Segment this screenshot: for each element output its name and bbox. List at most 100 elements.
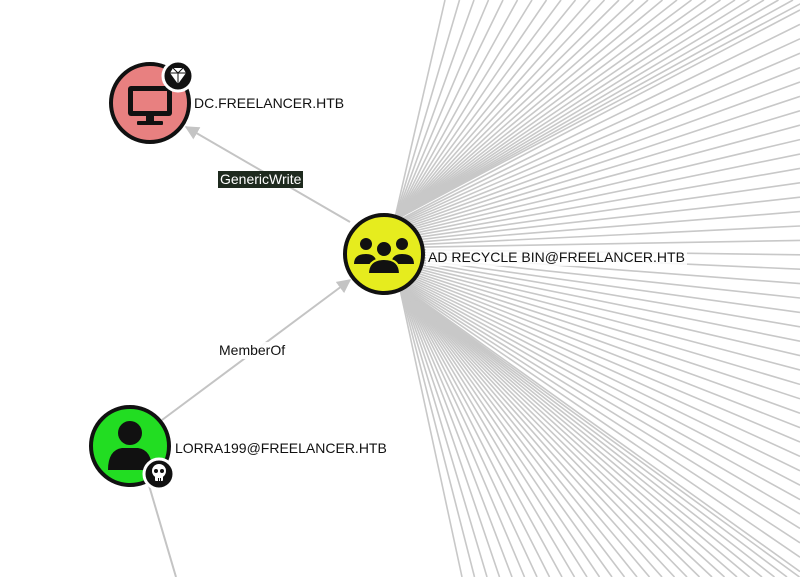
fan-edge bbox=[396, 0, 591, 221]
fan-edge bbox=[403, 278, 800, 486]
fan-edge bbox=[402, 23, 800, 221]
fan-edge bbox=[398, 281, 513, 577]
fan-edge bbox=[397, 196, 800, 243]
fan-edge bbox=[397, 279, 463, 577]
fan-edge bbox=[395, 0, 533, 221]
users-group-icon bbox=[354, 238, 414, 275]
fan-edge bbox=[396, 0, 606, 220]
fan-edge bbox=[400, 0, 750, 218]
fan-edge bbox=[403, 276, 800, 472]
fan-edge bbox=[400, 283, 563, 577]
fan-edge bbox=[394, 0, 490, 222]
fan-edge bbox=[404, 280, 800, 501]
fan-edge bbox=[397, 0, 620, 220]
node-ad-recycle-bin[interactable] bbox=[343, 213, 425, 295]
fan-edge bbox=[404, 288, 713, 577]
fan-edge bbox=[406, 289, 751, 577]
fan-edge bbox=[405, 288, 726, 577]
fan-edge bbox=[398, 0, 678, 219]
fan-edge bbox=[398, 281, 501, 577]
fan-edge bbox=[404, 287, 701, 577]
fan-edge bbox=[406, 290, 775, 577]
fan-edge bbox=[401, 284, 613, 577]
fan-edge bbox=[404, 287, 688, 577]
fan-edge bbox=[393, 0, 461, 222]
fan-edge bbox=[400, 283, 576, 577]
fan-edge bbox=[398, 255, 800, 314]
node-label-user: LORRA199@FREELANCER.HTB bbox=[173, 439, 389, 457]
fan-edge bbox=[401, 267, 800, 400]
fan-edge bbox=[396, 239, 800, 249]
fan-edge bbox=[397, 167, 800, 240]
fan-edge bbox=[398, 0, 664, 220]
fan-edge bbox=[399, 281, 526, 577]
fan-edge bbox=[395, 0, 562, 221]
monitor-icon bbox=[128, 86, 172, 125]
fan-edge bbox=[407, 291, 800, 577]
fan-edge bbox=[401, 3, 800, 217]
fan-edge bbox=[401, 38, 800, 223]
fan-edge bbox=[398, 257, 800, 328]
fan-edge bbox=[400, 95, 800, 230]
node-dc-freelancer[interactable] bbox=[109, 59, 195, 144]
fan-edge bbox=[402, 285, 626, 577]
fan-edge bbox=[401, 268, 800, 414]
fan-edge bbox=[399, 0, 736, 218]
fan-edge bbox=[405, 285, 800, 544]
fan-edge bbox=[397, 0, 635, 220]
edge-label-memberof[interactable]: MemberOf bbox=[217, 342, 288, 359]
fan-edge bbox=[406, 290, 763, 577]
node-label-group: AD RECYCLE BIN@FREELANCER.HTB bbox=[426, 248, 687, 266]
edge-label-genericwrite[interactable]: GenericWrite bbox=[218, 171, 304, 188]
fan-edge bbox=[395, 0, 548, 221]
fan-edge bbox=[397, 0, 649, 220]
skull-icon bbox=[142, 457, 176, 491]
fan-edge bbox=[401, 0, 794, 217]
fan-edge bbox=[396, 210, 800, 245]
diamond-icon bbox=[161, 59, 195, 93]
fan-edge bbox=[402, 286, 651, 577]
fan-edge bbox=[399, 0, 721, 219]
node-lorra199[interactable] bbox=[89, 405, 176, 491]
fan-edge bbox=[397, 182, 800, 241]
fan-edge bbox=[393, 0, 475, 222]
user-icon bbox=[108, 421, 152, 470]
fan-edge bbox=[405, 289, 738, 577]
fan-edge bbox=[402, 272, 800, 443]
fan-edge bbox=[402, 274, 800, 458]
fan-edge bbox=[403, 286, 663, 577]
fan-edge bbox=[397, 280, 488, 577]
fan-edge bbox=[396, 0, 577, 221]
fan-edge bbox=[396, 225, 800, 247]
fan-edge bbox=[400, 81, 800, 228]
fan-edge bbox=[394, 0, 504, 222]
fan-edge bbox=[402, 9, 800, 219]
fan-edge bbox=[399, 259, 800, 342]
fan-edge bbox=[403, 287, 676, 577]
fan-edge bbox=[400, 265, 800, 386]
fan-edge bbox=[407, 290, 788, 577]
fan-edge bbox=[401, 284, 588, 577]
fan-edge bbox=[400, 0, 765, 218]
edge-user-outgoing[interactable] bbox=[147, 481, 177, 577]
fan-edge bbox=[401, 52, 800, 225]
fan-edge bbox=[399, 124, 800, 234]
fan-edge bbox=[398, 138, 800, 236]
fan-edge bbox=[406, 289, 800, 573]
fan-edge bbox=[401, 284, 601, 577]
fan-edge bbox=[404, 281, 800, 515]
node-label-dc: DC.FREELANCER.HTB bbox=[192, 94, 347, 112]
fan-edge bbox=[397, 280, 476, 577]
fan-edge bbox=[402, 285, 638, 577]
fan-edge bbox=[400, 263, 800, 371]
fan-edge bbox=[400, 0, 779, 218]
fan-edge bbox=[399, 282, 551, 577]
fan-edge bbox=[399, 0, 707, 219]
fan-edge bbox=[401, 270, 800, 429]
fan-edges bbox=[393, 0, 800, 577]
fan-edge bbox=[398, 153, 800, 238]
fan-edge bbox=[401, 66, 800, 227]
fan-edge bbox=[399, 261, 800, 357]
fan-edge bbox=[405, 287, 800, 558]
